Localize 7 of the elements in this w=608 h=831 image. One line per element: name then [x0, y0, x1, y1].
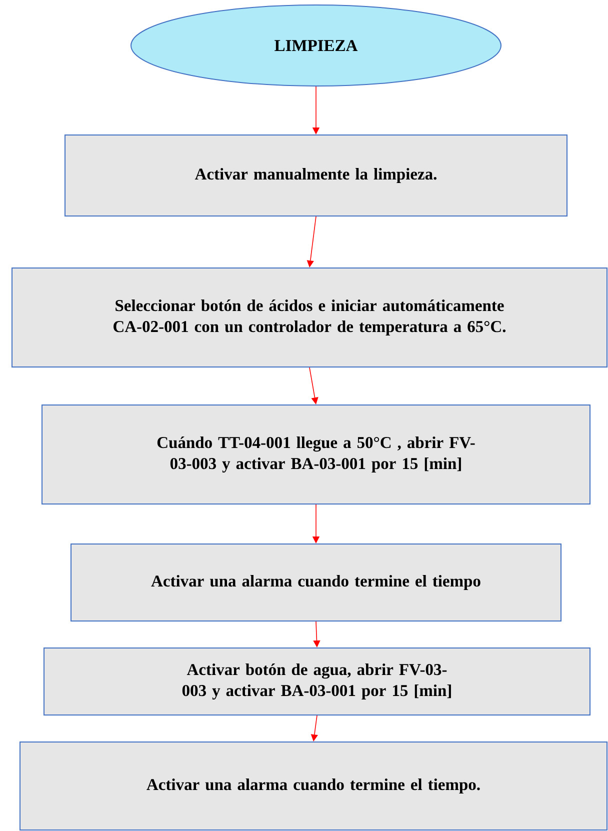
process-box: Activar botón de agua, abrir FV-03-003 y activar BA-03-001 por 15 [min]	[44, 648, 590, 716]
process-box: Seleccionar botón de ácidos e iniciar automáticamente CA-02-001 con un controlador de temperatura a 65°C.	[12, 268, 608, 368]
process-box: Activar una alarma cuando termine el tiempo	[70, 544, 562, 622]
process-box: Activar una alarma cuando termine el tiempo.	[20, 742, 608, 830]
process-box: Cuándo TT-04-001 llegue a 50°C , abrir FV-03-003 y activar BA-03-001 por 15 [min]	[42, 404, 590, 504]
arrow	[309, 367, 318, 404]
process-box: Activar manualmente la limpieza.	[64, 134, 568, 216]
